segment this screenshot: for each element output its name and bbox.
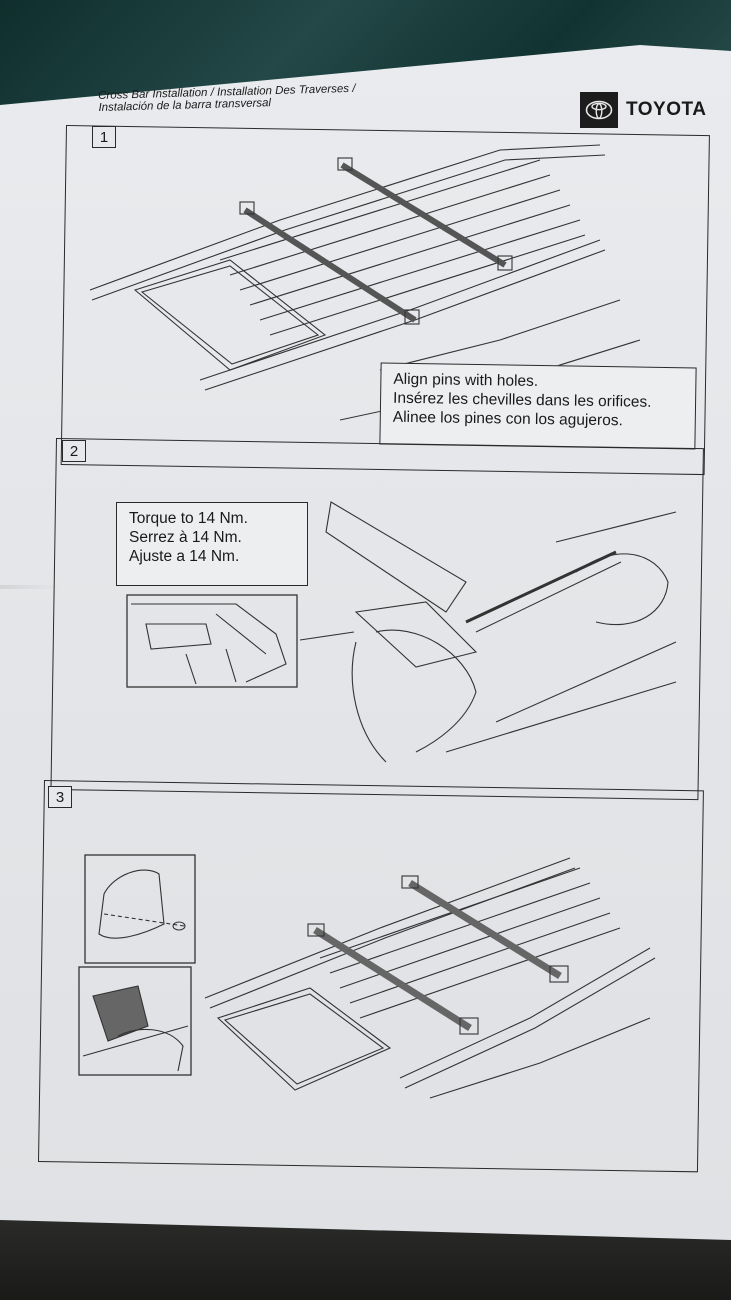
step-3-detail-inset-bottom [78,966,192,1076]
paper-fold [0,585,60,589]
step-2-note-fr: Serrez à 14 Nm. [129,529,242,546]
step-2-number: 2 [62,440,86,462]
step-2-detail-inset [126,594,298,688]
instruction-sheet [0,45,731,1240]
step-2-note-es: Ajuste a 14 Nm. [129,548,240,565]
toyota-emblem-icon [580,92,618,128]
brand-name: TOYOTA [626,99,707,120]
step-3-number: 3 [48,786,72,808]
step-3-roof-illustration [204,857,656,1099]
step-2-torque-illustration [299,501,677,763]
step-2-note: Torque to 14 Nm. Serrez à 14 Nm. Ajuste … [116,502,308,586]
step-2-note-en: Torque to 14 Nm. [129,510,248,527]
step-3-detail-inset-top [84,854,196,964]
toyota-logo: TOYOTA [580,92,706,128]
step-1-note: Align pins with holes. Insérez les chevi… [379,362,697,450]
step-1-roof-illustration [89,144,641,421]
step-1-number: 1 [92,126,116,148]
